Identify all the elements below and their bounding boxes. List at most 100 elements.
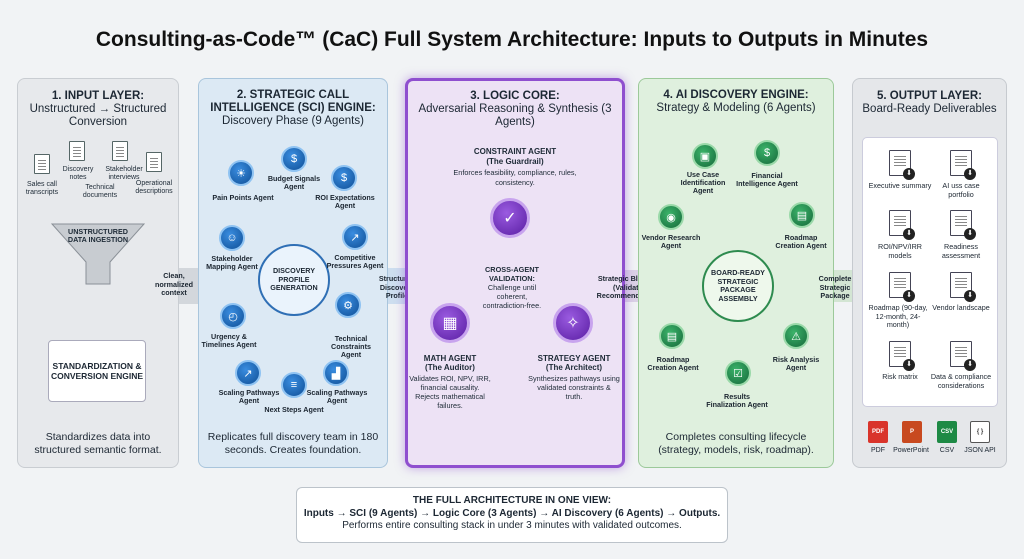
output-heading: 5. OUTPUT LAYER:: [876, 90, 982, 102]
deliverables-card: [862, 137, 998, 407]
source-discovery-notes: Discovery notes: [62, 166, 94, 181]
calendar-icon: ▤: [789, 202, 815, 228]
logic-subheading: Adversarial Reasoning & Synthesis (3 Age…: [418, 103, 612, 128]
ai-subheading: Strategy & Modeling (6 Agents): [656, 102, 816, 114]
funnel-icon: [50, 223, 146, 285]
source-stakeholder-interviews: Stakeholder interviews: [105, 166, 143, 181]
document-download-icon: [950, 150, 976, 180]
input-layer-footer: Standardizes data into structured semant…: [34, 431, 162, 456]
cross-validation-title: CROSS-AGENT VALIDATION:: [485, 265, 539, 283]
document-icon: [146, 152, 162, 172]
ai-hub: BOARD-READY STRATEGIC PACKAGE ASSEMBLY: [702, 250, 774, 322]
csv-file-icon: CSV: [937, 421, 957, 443]
agent-technical-constraints: Technical Constraints Agent: [331, 334, 371, 359]
stopwatch-icon: ◴: [220, 303, 246, 329]
source-technical-documents: Technical documents: [82, 184, 118, 199]
agent-vendor-research: Vendor Research Agent: [641, 233, 701, 250]
output-roadmap: Roadmap (90-day, 12-month, 24-month): [868, 303, 928, 329]
input-layer-subheading: Unstructured → Structured Conversion: [29, 103, 167, 128]
document-icon: [69, 141, 85, 161]
format-pdf: PDF: [871, 447, 885, 454]
agent-next-steps: Next Steps Agent: [264, 405, 324, 414]
pdf-file-icon: PDF: [868, 421, 888, 443]
database-icon: ◉: [658, 204, 684, 230]
agent-results-finalization: Results Finalization Agent: [706, 392, 768, 409]
ai-heading: 4. AI DISCOVERY ENGINE:: [663, 89, 809, 101]
math-agent-description: Validates ROI, NPV, IRR, financial causa…: [409, 374, 491, 410]
source-operational-descriptions: Operational descriptions: [135, 180, 173, 195]
math-agent-subtitle: (The Auditor): [425, 363, 475, 372]
money-bag-icon: $: [754, 140, 780, 166]
sci-hub: DISCOVERY PROFILE GENERATION: [258, 244, 330, 316]
sci-engine-panel: 2. STRATEGIC CALL INTELLIGENCE (SCI) ENG…: [198, 78, 388, 468]
people-icon: ☺: [219, 225, 245, 251]
chart-icon: ▟: [323, 360, 349, 386]
powerpoint-file-icon: P: [902, 421, 922, 443]
arrow-label-strategic-blueprint: Strategic Blueprint (Validated Recommend…: [596, 274, 664, 300]
ai-footer: Completes consulting lifecycle (strategy…: [658, 431, 814, 456]
shield-icon: ✓: [490, 198, 530, 238]
format-json-api: JSON API: [964, 447, 996, 454]
output-data-compliance: Data & compliance considerations: [930, 372, 992, 390]
output-risk-matrix: Risk matrix: [882, 372, 918, 381]
agent-risk-analysis: Risk Analysis Agent: [772, 355, 820, 372]
arrow-label-strategic-package: Complete Strategic Package: [818, 274, 852, 300]
agent-stakeholder-mapping: Stakeholder Mapping Agent: [206, 254, 258, 271]
format-powerpoint: PowerPoint: [893, 447, 929, 454]
strategy-agent-block: STRATEGY AGENT (The Architect) Synthesiz…: [528, 354, 620, 401]
summary-box: THE FULL ARCHITECTURE IN ONE VIEW: Input…: [296, 487, 728, 543]
agent-competitive-pressures: Competitive Pressures Agent: [326, 253, 384, 270]
source-sales-transcripts: Sales call transcripts: [25, 181, 59, 196]
cross-validation-description: Challenge until coherent, contradiction-…: [482, 283, 542, 310]
warning-icon: ⚠: [783, 323, 809, 349]
format-csv: CSV: [939, 447, 955, 454]
json-file-icon: { }: [970, 421, 990, 443]
strategy-agent-title: STRATEGY AGENT: [537, 354, 611, 363]
summary-line-2: Performs entire consulting stack in unde…: [342, 520, 682, 531]
trend-up-icon: ↗: [342, 224, 368, 250]
agent-use-case-identification: Use Case Identification Agent: [680, 170, 726, 195]
calendar-icon: ▤: [659, 323, 685, 349]
page-title: Consulting-as-Code™ (CaC) Full System Ar…: [95, 28, 929, 51]
sci-subheading: Discovery Phase (9 Agents): [222, 115, 364, 127]
agent-urgency-timelines: Urgency & Timelines Agent: [201, 332, 257, 349]
funnel-label: UNSTRUCTURED DATA INGESTION: [67, 227, 129, 244]
agent-roadmap-creation-right: Roadmap Creation Agent: [775, 233, 827, 250]
compass-icon: ✧: [553, 303, 593, 343]
summary-line-1: Inputs → SCI (9 Agents) → Logic Core (3 …: [303, 507, 721, 519]
summary-heading: THE FULL ARCHITECTURE IN ONE VIEW:: [412, 495, 612, 506]
logic-core-panel: 3. LOGIC CORE: Adversarial Reasoning & S…: [405, 78, 625, 468]
gear-icon: ⚙: [335, 292, 361, 318]
output-vendor-landscape: Vendor landscape: [932, 303, 990, 312]
output-executive-summary: Executive summary: [868, 181, 932, 190]
agent-scaling-pathways-left: Scaling Pathways Agent: [218, 388, 280, 405]
agent-pain-points: Pain Points Agent: [212, 193, 274, 202]
constraint-agent-subtitle: (The Guardrail): [486, 156, 544, 166]
agent-roi-expectations: ROI Expectations Agent: [315, 193, 375, 210]
constraint-agent-block: CONSTRAINT AGENT (The Guardrail) Enforce…: [440, 147, 590, 187]
document-download-icon: [889, 150, 915, 180]
output-subheading: Board-Ready Deliverables: [862, 103, 997, 115]
logic-heading: 3. LOGIC CORE:: [470, 90, 560, 102]
sci-heading: 2. STRATEGIC CALL INTELLIGENCE (SCI) ENG…: [210, 89, 376, 114]
output-readiness-assessment: Readiness assessment: [941, 242, 981, 260]
agent-budget-signals: Budget Signals Agent: [267, 174, 321, 191]
use-case-icon: ▣: [692, 143, 718, 169]
sci-footer: Replicates full discovery team in 180 se…: [207, 431, 379, 456]
output-use-case-portfolio: AI uss case portfolio: [942, 181, 980, 199]
document-icon: [112, 141, 128, 161]
strategy-agent-description: Synthesizes pathways using validated con…: [528, 374, 620, 401]
list-icon: ≡: [281, 372, 307, 398]
arrow-label-discovery-profile: Structured Discovery Profile: [378, 274, 416, 300]
document-download-icon: [889, 272, 915, 302]
document-download-icon: [889, 341, 915, 371]
constraint-agent-description: Enforces feasibility, compliance, rules,…: [453, 168, 577, 187]
growth-icon: ↗: [235, 360, 261, 386]
money-bag-icon: $: [281, 146, 307, 172]
input-layer-heading: 1. INPUT LAYER:: [51, 90, 145, 102]
dollar-icon: $: [331, 165, 357, 191]
math-agent-block: MATH AGENT (The Auditor) Validates ROI, …: [408, 354, 492, 410]
sci-hub-label: DISCOVERY PROFILE GENERATION: [270, 266, 318, 293]
strategy-agent-subtitle: (The Architect): [545, 363, 603, 372]
document-download-icon: [950, 341, 976, 371]
